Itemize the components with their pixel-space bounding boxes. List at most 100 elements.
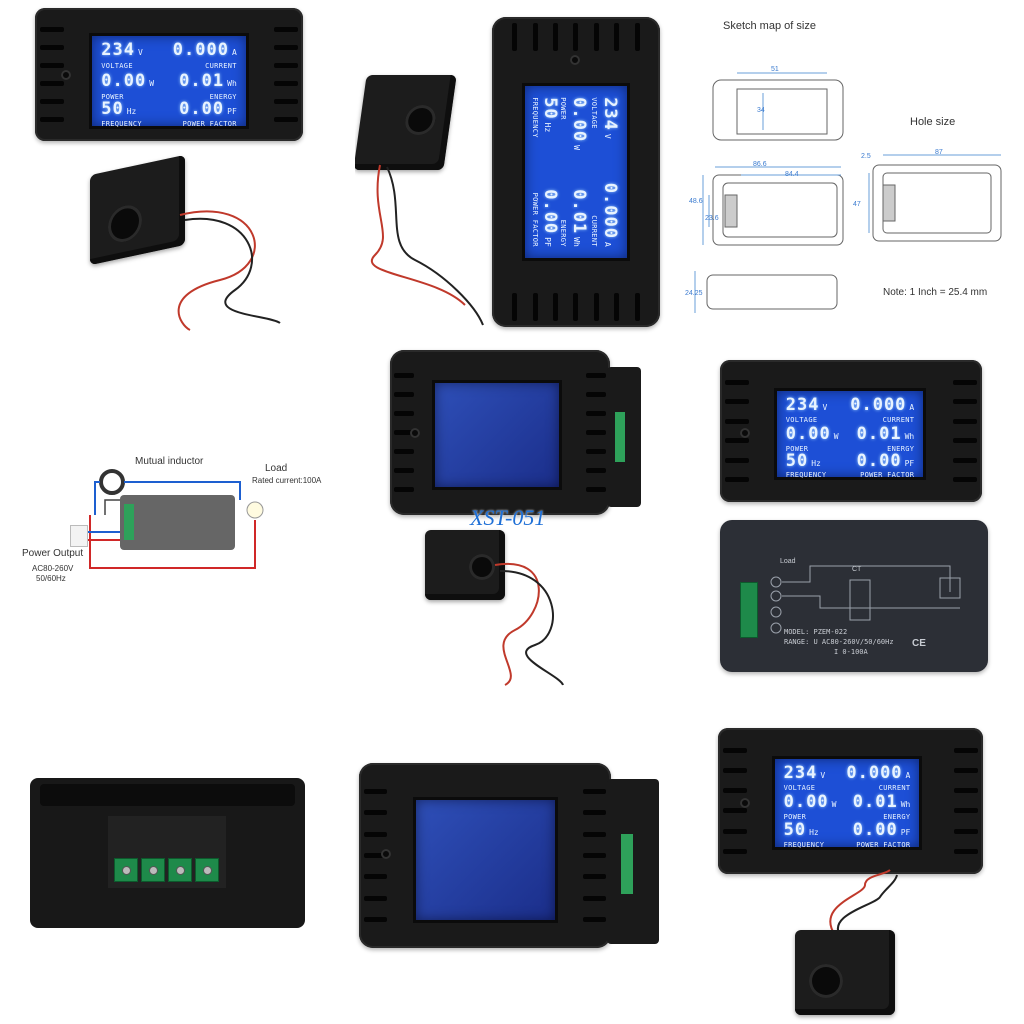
current-label: CURRENT xyxy=(590,215,598,247)
terminal-1 xyxy=(114,858,138,882)
lcd-display-off xyxy=(432,380,562,490)
meter-body xyxy=(359,763,611,948)
range-current-label: I 0-100A xyxy=(834,648,868,656)
current-transformer-clamp xyxy=(795,930,895,1015)
dim-depth: 24.25 xyxy=(685,290,703,297)
screw-hole xyxy=(410,428,420,438)
energy-value: 0.01 xyxy=(852,792,898,812)
cooling-fins-right xyxy=(585,373,606,492)
screw-hole xyxy=(381,849,391,859)
power-label: POWER xyxy=(783,813,807,821)
wall-socket xyxy=(70,525,88,547)
back-circuit-diagram xyxy=(770,565,961,634)
current-label: CURRENT xyxy=(878,784,911,792)
current-label: CURRENT xyxy=(205,62,237,70)
screw-hole xyxy=(740,428,750,438)
terminal-4 xyxy=(195,858,219,882)
pf-unit: PF xyxy=(227,107,237,116)
current-unit: A xyxy=(909,403,915,412)
frequency-range-label: 50/60Hz xyxy=(36,574,66,583)
current-value: 0.000 xyxy=(846,763,903,783)
dim-width-body: 84.4 xyxy=(785,171,799,178)
dim-corner: 2.5 xyxy=(861,153,871,160)
wiring-lines xyxy=(85,469,264,569)
pf-value: 0.00 xyxy=(856,451,902,471)
sketch-title: Sketch map of size xyxy=(723,20,816,32)
terminal-strip xyxy=(615,412,625,462)
pf-label: POWER FACTOR xyxy=(860,471,915,479)
dim-hole-height: 47 xyxy=(853,201,861,208)
sensor-wires xyxy=(829,869,898,938)
pf-value: 0.00 xyxy=(852,820,898,840)
frequency-value: 50 xyxy=(101,99,124,119)
cooling-fins-left xyxy=(40,26,65,123)
range-voltage-label: RANGE: U AC80-260V/50/60Hz xyxy=(784,638,894,646)
terminal-strip xyxy=(124,504,134,540)
cell-size-sketch: Sketch map of size Hole size Note: 1 Inc… xyxy=(685,5,1020,335)
cooling-fins-right xyxy=(583,788,606,923)
energy-unit: Wh xyxy=(900,800,911,809)
voltage-label: VOLTAGE xyxy=(785,416,818,424)
side-panel xyxy=(607,779,659,944)
energy-label: ENERGY xyxy=(209,93,237,101)
ac-range-label: AC80-260V xyxy=(32,564,74,573)
cooling-fins-right xyxy=(953,748,978,854)
screw-hole xyxy=(570,55,580,65)
unit-note: Note: 1 Inch = 25.4 mm xyxy=(883,287,988,298)
frequency-value: 50 xyxy=(785,451,809,471)
pf-label: POWER FACTOR xyxy=(182,120,237,128)
voltage-unit: V xyxy=(820,771,826,780)
power-unit: W xyxy=(572,145,581,150)
corner-screw xyxy=(720,520,734,534)
current-value: 0.000 xyxy=(172,40,229,60)
power-label: POWER xyxy=(785,445,809,453)
clamp-hole xyxy=(809,964,843,998)
current-transformer-clamp xyxy=(425,530,505,600)
power-label: POWER xyxy=(559,97,567,120)
terminal-2 xyxy=(141,858,165,882)
energy-label: ENERGY xyxy=(559,219,567,247)
pf-label: POWER FACTOR xyxy=(856,841,911,849)
power-unit: W xyxy=(831,800,837,809)
cooling-fins-left xyxy=(723,748,748,854)
sensor-wires xyxy=(494,562,564,686)
watermark-text: XST-051 xyxy=(470,505,546,530)
voltage-value: 234 xyxy=(600,97,620,131)
rated-current-label: Rated current:100A xyxy=(252,476,322,485)
mutual-inductor-label: Mutual inductor xyxy=(135,456,204,467)
dim-height-inner: 34 xyxy=(757,107,765,114)
ce-mark: CE xyxy=(912,638,926,649)
corner-screw xyxy=(720,562,734,576)
frequency-value: 50 xyxy=(540,97,560,120)
power-unit: W xyxy=(149,79,155,88)
energy-unit: Wh xyxy=(227,79,237,88)
dim-terminal: 23.6 xyxy=(705,215,719,222)
pf-unit: PF xyxy=(900,828,911,837)
meter-bottom-shell xyxy=(30,778,305,928)
current-value: 0.000 xyxy=(600,182,620,239)
voltage-unit: V xyxy=(603,133,612,139)
current-unit: A xyxy=(905,771,911,780)
cooling-fins-left xyxy=(725,379,749,483)
power-output-label: Power Output xyxy=(22,548,84,559)
meter-back-panel: Load CT MODEL: PZEM-022 RANGE: U AC80-26… xyxy=(720,520,988,672)
corner-screw xyxy=(720,548,734,562)
cooling-fins-right xyxy=(953,379,977,483)
lcd-display-off xyxy=(413,797,558,923)
dim-width-inner: 51 xyxy=(771,66,779,73)
frequency-label: FREQUENCY xyxy=(783,841,825,849)
screw-hole xyxy=(61,70,71,80)
terminal-strip xyxy=(621,834,633,894)
cooling-fins-left xyxy=(364,788,387,923)
voltage-label: VOLTAGE xyxy=(783,784,816,792)
cell-angled-blank xyxy=(385,345,655,690)
voltage-value: 234 xyxy=(785,395,820,415)
